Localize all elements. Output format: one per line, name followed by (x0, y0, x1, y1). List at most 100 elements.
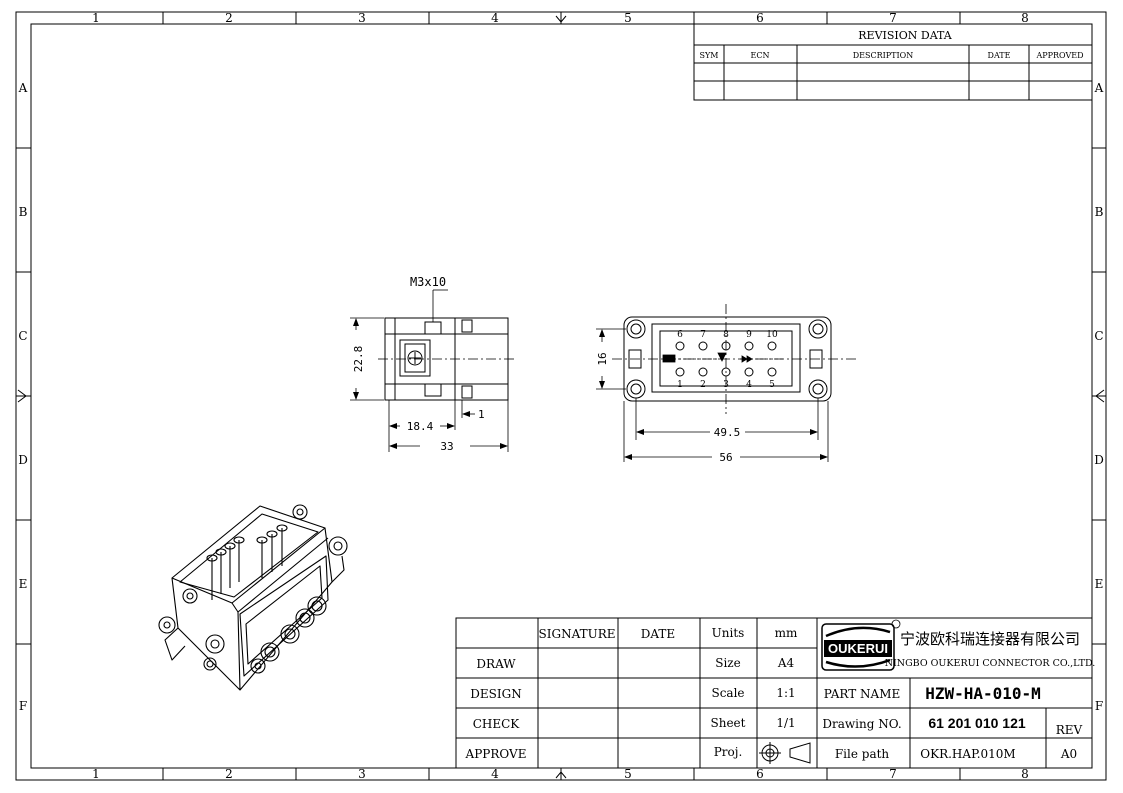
side-view: 22.8 18.4 33 1 M3x10 (350, 275, 515, 453)
zone-col-3-top: 3 (358, 11, 366, 25)
title-row-check: CHECK (473, 717, 521, 731)
pin-10 (767, 341, 777, 351)
dim-front-height: 16 (596, 352, 609, 365)
zone-col-1-bottom: 1 (92, 767, 100, 781)
zone-col-3-bottom: 3 (358, 767, 366, 781)
zone-row-b-left: B (19, 205, 28, 219)
company-name-cn: 宁波欧科瑞连接器有限公司 (900, 630, 1080, 648)
title-rev-label: REV (1056, 723, 1083, 737)
title-sheet-label: Sheet (711, 716, 746, 730)
title-proj-label: Proj. (714, 745, 743, 759)
zone-row-c-right: C (1094, 329, 1103, 343)
pin-label-4: 4 (746, 380, 752, 390)
pin-3 (721, 367, 731, 377)
dim-side-offset: 1 (478, 408, 485, 421)
title-part-name-label: PART NAME (824, 687, 901, 701)
zone-row-c-left: C (18, 329, 27, 343)
zone-row-e-right: E (1095, 577, 1104, 591)
title-scale-label: Scale (711, 686, 744, 700)
revision-header-description: DESCRIPTION (853, 51, 913, 60)
title-date-header: DATE (641, 627, 675, 641)
title-row-design: DESIGN (470, 687, 521, 701)
zone-col-7-bottom: 7 (889, 767, 897, 781)
first-angle-projection-icon (759, 742, 811, 764)
revision-header-date: DATE (988, 51, 1011, 60)
zone-col-2-top: 2 (225, 11, 233, 25)
pin-1 (675, 367, 685, 377)
pin-label-8: 8 (723, 330, 729, 340)
front-view: 6 7 8 9 10 1 2 3 4 5 (596, 304, 856, 464)
oukerui-logo: OUKERUI (821, 619, 901, 671)
isometric-connector-view (158, 504, 348, 691)
dim-side-height: 22.8 (352, 346, 365, 373)
logo-text: OUKERUI (828, 641, 888, 656)
pin-7 (698, 341, 708, 351)
zone-row-d-right: D (1094, 453, 1104, 467)
title-scale-value: 1:1 (776, 686, 795, 700)
title-units-value: mm (775, 626, 798, 640)
zone-col-5-top: 5 (624, 11, 632, 25)
pin-8 (721, 341, 731, 351)
zone-row-d-left: D (18, 453, 28, 467)
pin-9 (744, 341, 754, 351)
front-markings (662, 352, 785, 363)
title-size-label: Size (715, 656, 740, 670)
dim-side-length: 33 (440, 440, 453, 453)
zone-col-8-bottom: 8 (1021, 767, 1029, 781)
zone-col-4-top: 4 (491, 11, 499, 25)
title-row-approve: APPROVE (465, 747, 527, 761)
pin-label-7: 7 (700, 330, 706, 340)
title-size-value: A4 (777, 656, 795, 670)
pin-label-1: 1 (677, 380, 683, 390)
zone-col-8-top: 8 (1021, 11, 1029, 25)
title-drawing-no-value: 61 201 010 121 (928, 715, 1026, 731)
zone-row-f-left: F (19, 699, 27, 713)
zone-col-2-bottom: 2 (225, 767, 233, 781)
pin-row-bottom (675, 367, 777, 377)
zone-row-a-left: A (18, 81, 28, 95)
pin-label-6: 6 (677, 330, 683, 340)
pin-label-10: 10 (766, 330, 778, 340)
title-signature-header: SIGNATURE (539, 627, 616, 641)
title-part-name-value: HZW-HA-010-M (925, 684, 1041, 703)
zone-row-f-right: F (1095, 699, 1103, 713)
pin-2 (698, 367, 708, 377)
revision-header-ecn: ECN (751, 51, 770, 60)
zone-row-a-right: A (1094, 81, 1104, 95)
dim-side-flange: 18.4 (407, 420, 434, 433)
title-units-label: Units (712, 626, 745, 640)
dim-front-hole-spacing: 49.5 (714, 426, 741, 439)
title-drawing-no-label: Drawing NO. (822, 717, 901, 731)
pin-label-5: 5 (769, 380, 775, 390)
dim-screw-label: M3x10 (410, 275, 446, 289)
zone-col-1-top: 1 (92, 11, 100, 25)
zone-ticks (16, 12, 1106, 780)
title-block: SIGNATURE DATE DRAW DESIGN CHECK APPROVE… (455, 617, 1096, 769)
title-file-path-label: File path (835, 747, 890, 761)
zone-col-5-bottom: 5 (624, 767, 632, 781)
revision-header-sym: SYM (700, 51, 719, 60)
zone-row-b-right: B (1095, 205, 1104, 219)
revision-title: REVISION DATA (858, 29, 953, 42)
pin-label-9: 9 (746, 330, 752, 340)
pin-label-3: 3 (723, 380, 729, 390)
title-rev-value: A0 (1060, 747, 1077, 761)
title-row-draw: DRAW (476, 657, 516, 671)
title-file-path-value: OKR.HAP.010M (920, 747, 1015, 761)
pin-row-top (675, 341, 777, 351)
dim-front-width: 56 (719, 451, 732, 464)
title-sheet-value: 1/1 (776, 716, 795, 730)
zone-col-7-top: 7 (889, 11, 897, 25)
zone-col-6-bottom: 6 (756, 767, 764, 781)
zone-col-4-bottom: 4 (491, 767, 499, 781)
revision-header-approved: APPROVED (1035, 51, 1083, 60)
pin-5 (767, 367, 777, 377)
revision-block: REVISION DATA SYM ECN DESCRIPTION DATE A… (693, 23, 1093, 101)
company-name-en: NINGBO OUKERUI CONNECTOR CO.,LTD. (885, 658, 1096, 669)
pin-label-2: 2 (700, 380, 706, 390)
zone-col-6-top: 6 (756, 11, 764, 25)
zone-labels: 1 2 3 4 5 6 7 8 1 2 3 4 5 6 7 8 A B C D … (18, 11, 1104, 781)
pin-4 (744, 367, 754, 377)
zone-row-e-left: E (19, 577, 28, 591)
